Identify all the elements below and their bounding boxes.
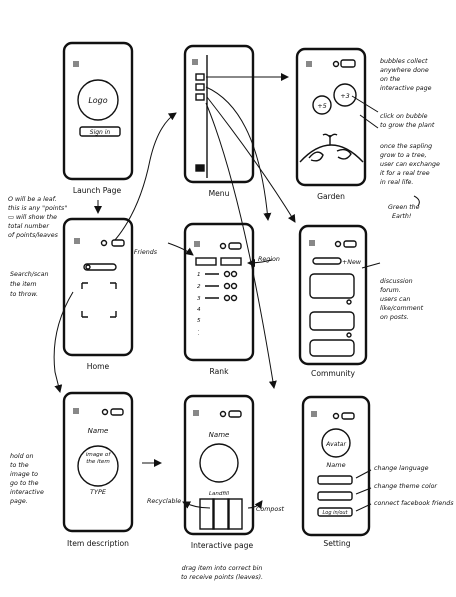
home-screen — [62, 217, 134, 357]
interactive-caption: Interactive page — [191, 541, 254, 550]
svg-text:▭ will show the: ▭ will show the — [8, 213, 57, 221]
settings-items-note: change language change theme color conne… — [374, 465, 454, 507]
svg-text:users can: users can — [380, 296, 410, 303]
garden-screen — [295, 47, 367, 187]
drag-note: drag item into correct bin to receive po… — [181, 564, 263, 581]
svg-text:hold on: hold on — [10, 453, 33, 460]
home-caption: Home — [87, 362, 110, 371]
interactive-compost-label: Compost — [256, 505, 285, 513]
svg-text:O will be a leaf.: O will be a leaf. — [8, 196, 57, 203]
launch-screen — [62, 41, 134, 181]
svg-text:drag item into correct bin: drag item into correct bin — [182, 564, 263, 572]
home-legend-note: O will be a leaf. this is any "points" ▭… — [8, 196, 67, 239]
svg-text:Earth!: Earth! — [392, 212, 412, 220]
setting-note-arrows — [351, 95, 420, 512]
svg-text:it for a real tree: it for a real tree — [380, 169, 430, 177]
svg-text:change language: change language — [374, 465, 429, 472]
green-earth-note: Green the Earth! — [388, 203, 420, 220]
rank-screen — [183, 222, 255, 362]
svg-text:Search/scan: Search/scan — [10, 271, 49, 278]
setting-logout-label: Log in/out — [322, 510, 348, 516]
interactive-screen — [183, 394, 255, 536]
setting-caption: Setting — [323, 539, 350, 548]
item-type-label: TYPE — [90, 488, 107, 496]
garden-note: bubbles collect anywhere done on the int… — [380, 57, 440, 186]
community-screen — [298, 224, 368, 366]
garden-caption: Garden — [317, 192, 345, 201]
svg-text:change theme color: change theme color — [374, 482, 437, 490]
svg-text:page.: page. — [9, 498, 28, 505]
svg-text:to receive points (leaves).: to receive points (leaves). — [181, 573, 263, 581]
svg-text:interactive: interactive — [10, 488, 44, 496]
rank-caption: Rank — [210, 367, 230, 376]
interactive-recyclable-label: Recyclable — [147, 498, 181, 505]
svg-text:image to: image to — [10, 470, 38, 478]
svg-text:3: 3 — [197, 296, 201, 302]
rank-numbers: 1 2 3 4 5 . . — [197, 272, 201, 337]
search-note: Search/scan the item to throw. — [10, 271, 49, 298]
menu-caption: Menu — [209, 189, 230, 198]
svg-text:grow to a tree,: grow to a tree, — [380, 151, 427, 159]
interactive-landfill-label: Landfill — [209, 491, 229, 497]
setting-name-label: Name — [326, 461, 345, 469]
community-note: discussion forum. users can like/comment… — [380, 278, 424, 321]
item-caption: Item description — [67, 539, 129, 548]
svg-text:total number: total number — [8, 222, 49, 230]
svg-text:forum.: forum. — [380, 287, 401, 294]
hold-note: hold on to the image to go to the intera… — [9, 453, 44, 505]
svg-text:Green the: Green the — [388, 203, 420, 211]
svg-text:go to the: go to the — [10, 479, 39, 487]
svg-text:on posts.: on posts. — [380, 313, 409, 321]
svg-text:5: 5 — [197, 318, 201, 324]
launch-signin-label: Sign in — [90, 129, 111, 136]
item-name-label: Name — [88, 427, 109, 435]
garden-bubble-a: +5 — [317, 102, 327, 110]
menu-screen — [183, 44, 255, 184]
rank-friends-label: Friends — [134, 249, 158, 256]
item-image-label: image of the item — [85, 452, 111, 465]
community-new-label: +New — [342, 259, 362, 266]
flow-arrows — [53, 73, 296, 510]
svg-text:discussion: discussion — [380, 278, 413, 285]
svg-text:anywhere done: anywhere done — [380, 67, 429, 74]
svg-text:2: 2 — [197, 284, 201, 290]
svg-text:of points/leaves: of points/leaves — [8, 231, 59, 239]
setting-screen — [301, 395, 371, 537]
community-caption: Community — [311, 369, 355, 378]
setting-avatar-label: Avatar — [325, 441, 346, 448]
svg-text:to throw.: to throw. — [10, 290, 38, 298]
svg-text:bubbles collect: bubbles collect — [380, 57, 428, 65]
hamburger-icons — [73, 59, 317, 417]
svg-text:on the: on the — [380, 75, 400, 83]
svg-text:4: 4 — [197, 307, 201, 313]
svg-text:to grow the plant: to grow the plant — [380, 121, 435, 129]
item-screen — [62, 391, 134, 533]
svg-text:interactive page: interactive page — [380, 84, 432, 92]
rank-region-label: Region — [258, 256, 280, 263]
svg-text:.: . — [198, 331, 200, 337]
svg-text:.: . — [198, 327, 200, 333]
svg-text:connect facebook friends: connect facebook friends — [374, 499, 454, 507]
svg-text:user can exchange: user can exchange — [380, 161, 440, 168]
interactive-name-label: Name — [209, 431, 230, 439]
svg-text:click on bubble: click on bubble — [380, 113, 428, 120]
svg-text:to the: to the — [10, 461, 29, 469]
svg-text:the item: the item — [10, 280, 37, 288]
svg-text:1: 1 — [197, 272, 201, 278]
garden-bubble-b: +3 — [340, 92, 350, 100]
launch-logo-label: Logo — [88, 96, 107, 105]
launch-caption: Launch Page — [73, 186, 122, 195]
svg-text:in real life.: in real life. — [380, 179, 413, 186]
svg-text:once the sapling: once the sapling — [380, 142, 432, 150]
svg-text:like/comment: like/comment — [380, 304, 424, 312]
svg-text:this is any "points": this is any "points" — [8, 204, 67, 212]
